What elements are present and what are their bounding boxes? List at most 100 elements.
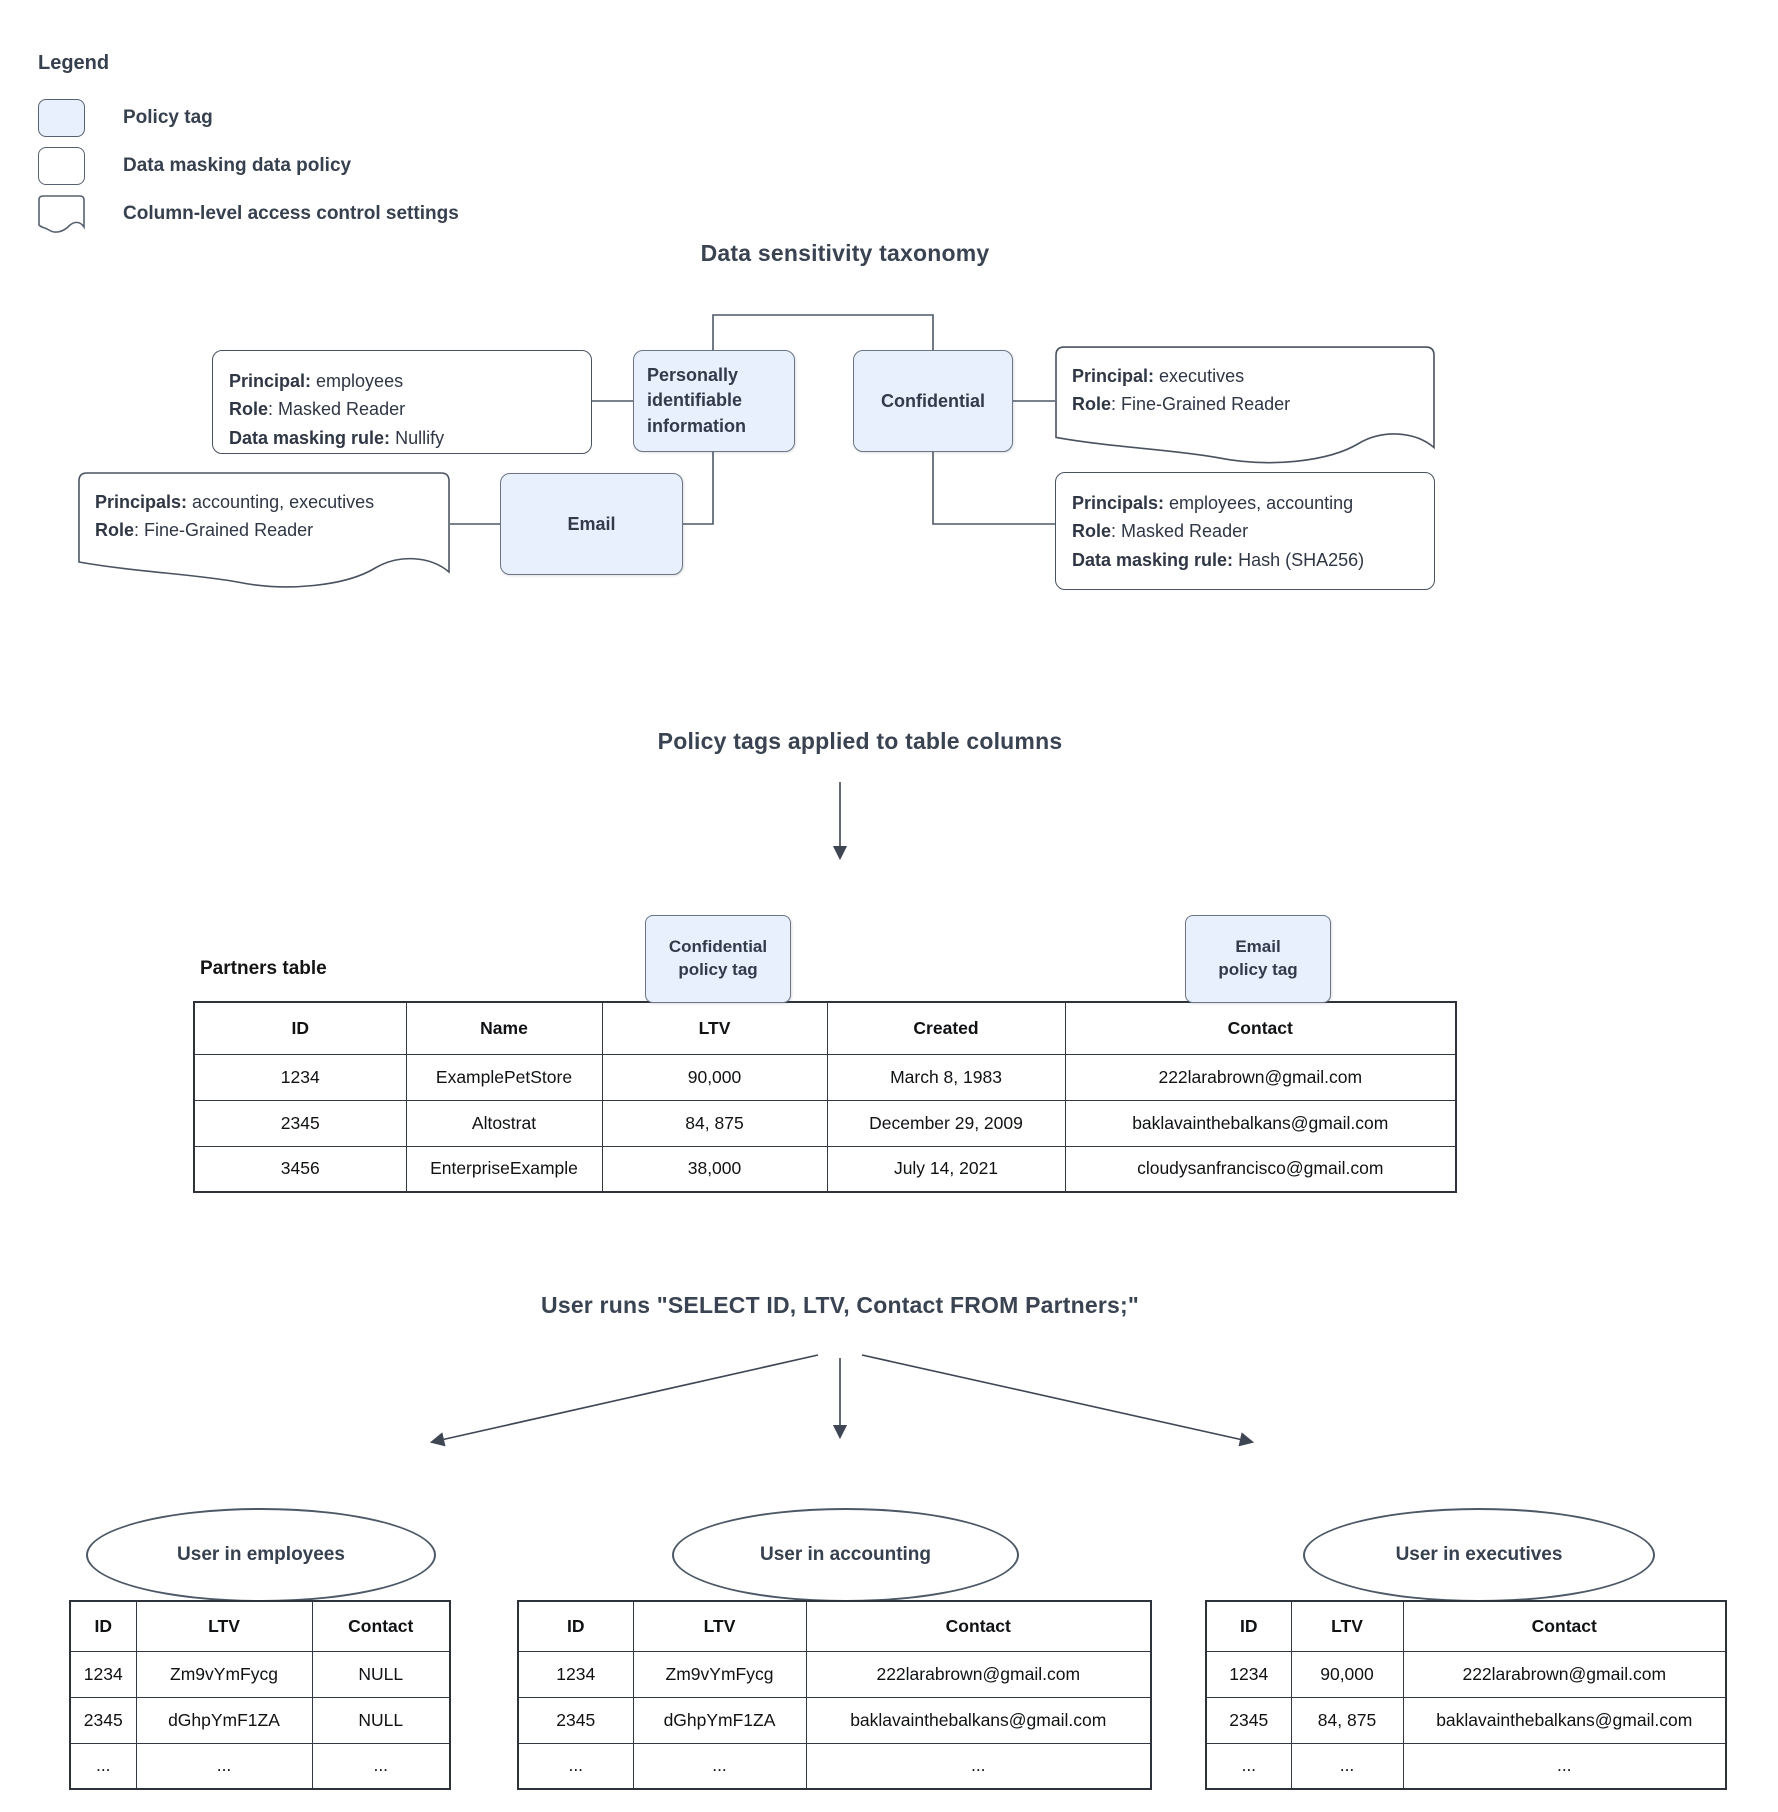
access-control-swatch [38,195,85,233]
column-header: Contact [805,1600,1152,1652]
cell: cloudysanfrancisco@gmail.com [1064,1145,1457,1193]
policy-line: Principal: executives [1072,366,1245,386]
cell: 90,000 [601,1053,828,1101]
policy-line: Role: Masked Reader [1072,521,1249,542]
table-row: 2345 dGhpYmF1ZA baklavainthebalkans@gmai… [517,1696,1152,1744]
policy-tag-swatch [38,99,85,137]
tag-line: policy tag [678,960,758,979]
table-row: ... ... ... [1205,1742,1727,1790]
policy-line: Data masking rule: Hash (SHA256) [1072,549,1365,570]
table-row: 1234 Zm9vYmFycg NULL [69,1650,451,1698]
result-table-accounting: ID LTV Contact 1234 Zm9vYmFycg 222larabr… [517,1600,1152,1790]
legend-item-policy-tag: Policy tag [38,98,213,138]
cell: 2345 [1205,1696,1292,1744]
nullify-policy-box: Principal: employees Role: Masked Reader… [212,350,592,454]
confidential-to-hash-line [932,452,1055,525]
data-masking-policy-swatch [38,147,85,185]
column-header: ID [1205,1600,1292,1652]
column-header: ID [69,1600,137,1652]
fan-arrow-right [861,1354,1255,1447]
cell: ... [805,1742,1152,1790]
taxonomy-title: Data sensitivity taxonomy [700,240,990,266]
table-header-row: ID Name LTV Created Contact [193,1001,1457,1055]
cell: ... [69,1742,137,1790]
cell: 222larabrown@gmail.com [1402,1650,1727,1698]
query-section-title: User runs "SELECT ID, LTV, Contact FROM … [541,1292,1139,1318]
cell: March 8, 1983 [826,1053,1066,1101]
cell: 2345 [69,1696,137,1744]
table-row: ... ... ... [69,1742,451,1790]
policy-line: Principal: employees [229,371,404,391]
table-row: 2345 dGhpYmF1ZA NULL [69,1696,451,1744]
policy-line: Principals: accounting, executives [95,492,375,512]
policy-line: Principals: employees, accounting [1072,493,1354,513]
taxonomy-bracket-line [712,314,934,350]
document-shape [78,472,450,588]
tag-line: policy tag [1218,960,1298,979]
cell: 1234 [1205,1650,1292,1698]
cell: 1234 [69,1650,137,1698]
legend-item-data-masking: Data masking data policy [38,146,351,186]
policy-line: Data masking rule: Nullify [229,427,445,448]
cell: 38,000 [601,1145,828,1193]
policy-line: Role: Fine-Grained Reader [1072,394,1291,415]
cell: 84, 875 [1290,1696,1404,1744]
document-shape [1055,346,1435,464]
pii-node: Personally identifiable information [633,350,795,452]
cell: ... [632,1742,807,1790]
table-row: 2345 Altostrat 84, 875 December 29, 2009… [193,1099,1457,1147]
table-row: 3456 EnterpriseExample 38,000 July 14, 2… [193,1145,1457,1193]
cell: ... [1402,1742,1727,1790]
legend-item-label: Data masking data policy [123,155,352,176]
cell: Altostrat [405,1099,603,1147]
cell: 222larabrown@gmail.com [805,1650,1152,1698]
column-header: LTV [1290,1600,1404,1652]
column-header: ID [517,1600,634,1652]
cell: 2345 [517,1696,634,1744]
column-header: Contact [311,1600,451,1652]
cell: 2345 [193,1099,407,1147]
group-ellipse-executives: User in executives [1303,1508,1655,1602]
cell: baklavainthebalkans@gmail.com [1064,1099,1457,1147]
column-header: Contact [1064,1001,1457,1055]
column-header: Created [826,1001,1066,1055]
table-row: 1234 Zm9vYmFycg 222larabrown@gmail.com [517,1650,1152,1698]
cell: ... [1205,1742,1292,1790]
cell: 3456 [193,1145,407,1193]
confidential-node: Confidential [853,350,1013,452]
table-header-row: ID LTV Contact [1205,1600,1727,1652]
partners-table: ID Name LTV Created Contact 1234 Example… [193,1001,1457,1193]
table-row: 2345 84, 875 baklavainthebalkans@gmail.c… [1205,1696,1727,1744]
document-shape-icon [38,195,85,233]
table-header-row: ID LTV Contact [69,1600,451,1652]
column-header: ID [193,1001,407,1055]
legend-item-label: Column-level access control settings [123,203,459,224]
cell: 84, 875 [601,1099,828,1147]
column-header: LTV [632,1600,807,1652]
table-header-row: ID LTV Contact [517,1600,1152,1652]
cell: baklavainthebalkans@gmail.com [805,1696,1152,1744]
column-header: Name [405,1001,603,1055]
cell: 90,000 [1290,1650,1404,1698]
cell: ... [311,1742,451,1790]
table-row: 1234 90,000 222larabrown@gmail.com [1205,1650,1727,1698]
tag-line: Email [1235,937,1281,957]
email-node: Email [500,473,683,575]
cell: NULL [311,1650,451,1698]
cell: ... [517,1742,634,1790]
cell: baklavainthebalkans@gmail.com [1402,1696,1727,1744]
cell: ... [1290,1742,1404,1790]
accounting-access-box: Principals: accounting, executives Role:… [78,472,450,600]
confidential-policy-tag: Confidential policy tag [645,915,791,1003]
cell: EnterpriseExample [405,1145,603,1193]
cell: dGhpYmF1ZA [632,1696,807,1744]
policy-tags-section-title: Policy tags applied to table columns [657,728,1063,754]
partners-table-label: Partners table [200,958,327,979]
cell: ExamplePetStore [405,1053,603,1101]
executives-access-box: Principal: executives Role: Fine-Grained… [1055,346,1435,476]
tag-line: Confidential [668,937,768,957]
email-policy-tag: Email policy tag [1185,915,1331,1003]
group-ellipse-employees: User in employees [86,1508,436,1602]
legend-title: Legend [38,52,110,74]
table-row: ... ... ... [517,1742,1152,1790]
